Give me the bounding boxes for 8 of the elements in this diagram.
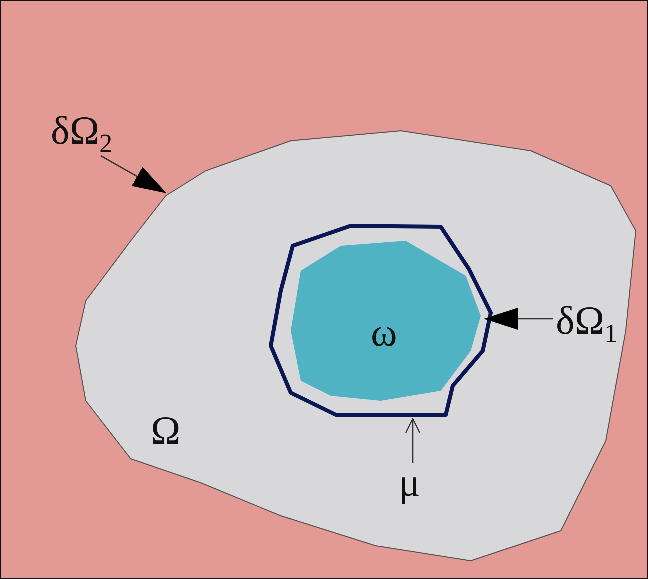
region-label: Ω	[151, 411, 181, 451]
leader-arrow	[405, 418, 421, 463]
leader-arrow	[100, 155, 167, 194]
region-label: ω	[371, 313, 398, 353]
boundary-label: δΩ$_{1}$	[556, 301, 618, 347]
boundary-label: δΩ$_{2}$	[51, 111, 113, 157]
symbol-label: μ	[399, 463, 420, 503]
leader-arrow	[484, 308, 553, 330]
